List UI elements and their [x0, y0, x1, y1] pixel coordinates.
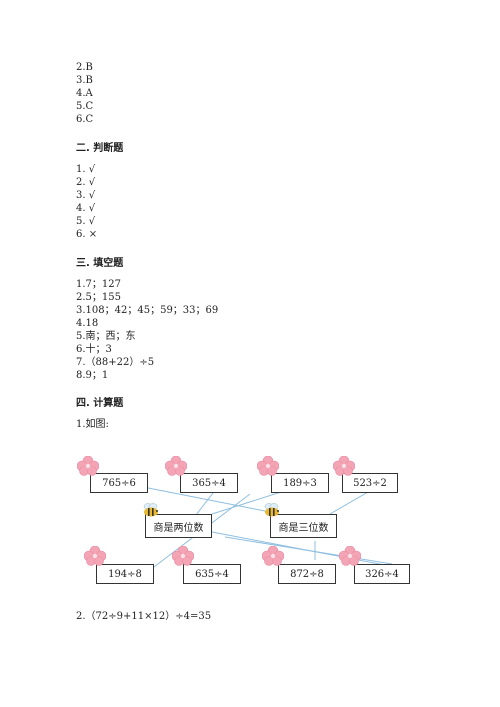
answer-1-5: 5.C: [76, 101, 94, 112]
answer-3-5: 5.南；西；东: [76, 331, 136, 342]
answer-2-3: 3. √: [76, 190, 96, 201]
answer-3-1: 1.7；127: [76, 279, 121, 290]
answer-1-6: 6.C: [76, 114, 94, 125]
bee-icon: [264, 503, 279, 517]
answer-2-6: 6. ×: [76, 229, 98, 240]
flower-icon: [339, 546, 361, 566]
answer-1-3: 3.B: [76, 75, 93, 86]
answer-3-6: 6.十；3: [76, 344, 112, 355]
middle-box-two-digit: 商是两位数: [145, 514, 212, 538]
flower-icon: [77, 456, 99, 476]
answer-2-5: 5. √: [76, 216, 96, 227]
flower-icon: [165, 456, 187, 476]
flower-icon: [333, 456, 355, 476]
answer-3-2: 2.5；155: [76, 292, 121, 303]
top-box-189: 189÷3: [271, 473, 329, 493]
flower-icon: [172, 546, 194, 566]
answer-2-1: 1. √: [76, 164, 96, 175]
bottom-box-194: 194÷8: [96, 564, 154, 584]
bottom-box-326: 326÷4: [354, 564, 410, 584]
answer-3-7: 7.（88+22）÷5: [76, 357, 155, 368]
answer-3-8: 8.9；1: [76, 370, 109, 381]
answer-1-4: 4.A: [76, 88, 93, 99]
section-4-heading: 四. 计算题: [76, 398, 124, 409]
answer-4-1-label: 1.如图:: [76, 419, 109, 430]
line-523-to-three-digit: [329, 491, 369, 515]
line-326-to-two-digit: [224, 536, 393, 565]
top-box-765: 765÷6: [90, 473, 148, 493]
top-box-523: 523÷2: [342, 473, 398, 493]
bottom-box-635: 635÷4: [183, 564, 241, 584]
answer-4-2: 2.（72÷9+11×12）÷4=35: [76, 611, 212, 622]
answer-3-3: 3.108；42；45；59；33；69: [76, 305, 219, 316]
middle-box-three-digit: 商是三位数: [270, 514, 337, 538]
answer-2-4: 4. √: [76, 203, 96, 214]
flower-icon: [84, 546, 106, 566]
flower-icon: [257, 456, 279, 476]
section-2-heading: 二. 判断题: [76, 143, 124, 154]
top-box-365: 365÷4: [180, 473, 238, 493]
answer-3-4: 4.18: [76, 318, 99, 329]
answer-2-2: 2. √: [76, 177, 96, 188]
answer-1-2: 2.B: [76, 62, 93, 73]
flower-icon: [262, 546, 284, 566]
bottom-box-872: 872÷8: [278, 564, 336, 584]
section-3-heading: 三. 填空题: [76, 258, 124, 269]
bee-icon: [143, 503, 158, 517]
